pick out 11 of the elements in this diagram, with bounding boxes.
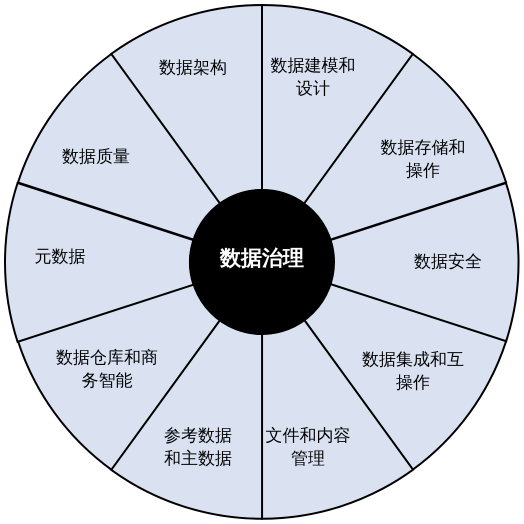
segment-label: 数据集成和互操作 xyxy=(361,349,465,395)
segment-label: 数据安全 xyxy=(413,250,483,274)
segment-label: 数据存储和操作 xyxy=(380,137,466,183)
segment-label: 文件和内容管理 xyxy=(264,425,352,471)
segment-label: 元数据 xyxy=(34,246,86,268)
center-label: 数据治理 xyxy=(218,245,305,272)
segment-label: 数据建模和设计 xyxy=(270,55,356,101)
segment-label: 数据质量 xyxy=(61,146,131,168)
segment-label: 参考数据和主数据 xyxy=(163,425,233,471)
segment-label: 数据仓库和商务智能 xyxy=(55,347,159,393)
segment-label: 数据架构 xyxy=(158,56,228,80)
